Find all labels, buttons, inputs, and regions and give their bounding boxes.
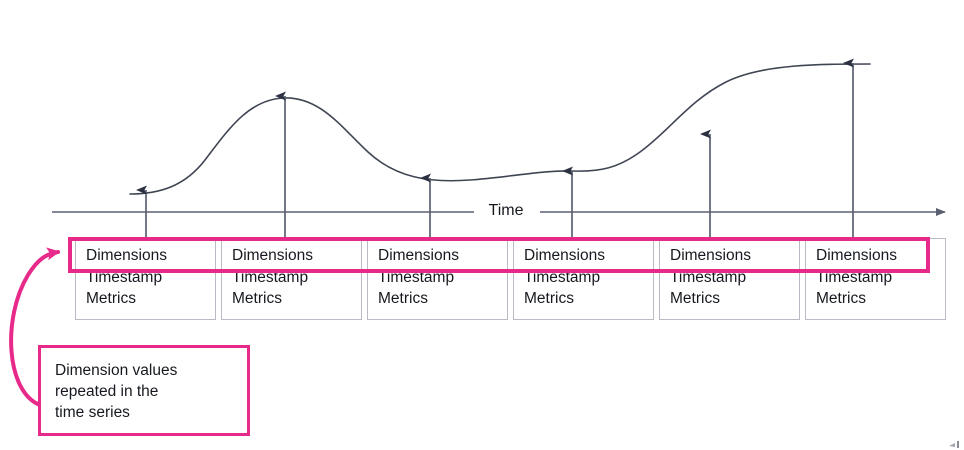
record-timestamp-label: Timestamp: [232, 269, 309, 286]
record-metrics-label: Metrics: [816, 290, 866, 307]
record-card[interactable]: Dimensions Timestamp Metrics: [513, 238, 654, 320]
record-dimensions-label: Dimensions: [232, 247, 313, 264]
callout-line-1: Dimension values: [55, 362, 178, 379]
record-timestamp-label: Timestamp: [524, 269, 601, 286]
record-card[interactable]: Dimensions Timestamp Metrics: [75, 238, 216, 320]
callout-box: Dimension values repeated in the time se…: [38, 345, 250, 436]
metric-curve: [129, 63, 871, 195]
record-card[interactable]: Dimensions Timestamp Metrics: [367, 238, 508, 320]
record-timestamp-label: Timestamp: [816, 269, 893, 286]
record-card[interactable]: Dimensions Timestamp Metrics: [221, 238, 362, 320]
record-timestamp-label: Timestamp: [670, 269, 747, 286]
callout-pointer-icon: [9, 247, 60, 407]
record-metrics-label: Metrics: [232, 290, 282, 307]
callout-line-3: time series: [55, 404, 130, 421]
record-metrics-label: Metrics: [524, 290, 574, 307]
record-metrics-label: Metrics: [378, 290, 428, 307]
record-metrics-label: Metrics: [670, 290, 720, 307]
record-dimensions-label: Dimensions: [86, 247, 167, 264]
record-dimensions-label: Dimensions: [524, 247, 605, 264]
record-metrics-label: Metrics: [86, 290, 136, 307]
record-dimensions-label: Dimensions: [816, 247, 897, 264]
corner-artifact: [948, 441, 959, 448]
record-card[interactable]: Dimensions Timestamp Metrics: [805, 238, 946, 320]
record-dimensions-label: Dimensions: [670, 247, 751, 264]
record-dimensions-label: Dimensions: [378, 247, 459, 264]
record-timestamp-label: Timestamp: [378, 269, 455, 286]
record-timestamp-label: Timestamp: [86, 269, 163, 286]
time-axis-label: Time: [474, 200, 538, 222]
record-card[interactable]: Dimensions Timestamp Metrics: [659, 238, 800, 320]
callout-line-2: repeated in the: [55, 383, 159, 400]
